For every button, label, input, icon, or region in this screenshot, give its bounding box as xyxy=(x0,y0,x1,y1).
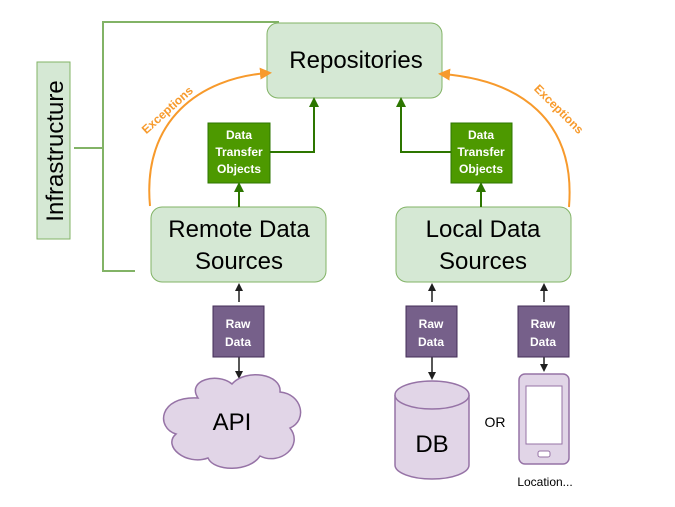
phone-icon xyxy=(518,373,570,465)
db-cylinder: DB xyxy=(394,380,470,480)
api-label: API xyxy=(213,409,252,436)
dto-box-left: Data Transfer Objects xyxy=(207,122,271,184)
raw-data-box-location: Raw Data xyxy=(517,305,570,358)
db-label: DB xyxy=(415,431,448,458)
dto-right-line1: Data xyxy=(468,128,494,142)
repositories-label: Repositories xyxy=(289,47,422,74)
exceptions-label-left: Exceptions xyxy=(139,83,196,136)
remote-label-line2: Sources xyxy=(195,248,283,275)
dto-left-line3: Objects xyxy=(217,162,261,176)
or-label: OR xyxy=(485,414,506,430)
raw-api-line1: Raw xyxy=(226,317,251,331)
dto-left-line1: Data xyxy=(226,128,252,142)
api-cloud: API xyxy=(162,374,302,469)
raw-api-line2: Data xyxy=(225,335,251,349)
dto-connector-right xyxy=(396,97,486,207)
infrastructure-bracket xyxy=(74,21,279,272)
local-label-line1: Local Data xyxy=(426,216,541,243)
exceptions-label-right: Exceptions xyxy=(531,82,586,137)
raw-data-box-api: Raw Data xyxy=(212,305,265,358)
raw-db-line2: Data xyxy=(418,335,444,349)
dto-box-right: Data Transfer Objects xyxy=(450,122,513,184)
location-label: Location... xyxy=(517,475,572,489)
local-label-line2: Sources xyxy=(439,248,527,275)
raw-db-line1: Raw xyxy=(419,317,444,331)
dto-right-line2: Transfer xyxy=(457,145,505,159)
dto-connector-left xyxy=(234,97,319,207)
infrastructure-label-box: Infrastructure xyxy=(36,61,71,240)
raw-location-line1: Raw xyxy=(531,317,556,331)
dto-right-line3: Objects xyxy=(459,162,503,176)
dto-left-line2: Transfer xyxy=(215,145,263,159)
remote-label-line1: Remote Data xyxy=(168,216,310,243)
repositories-node: Repositories xyxy=(266,22,443,99)
local-data-sources-node: Local Data Sources xyxy=(395,206,572,283)
infrastructure-label: Infrastructure xyxy=(42,80,69,221)
remote-data-sources-node: Remote Data Sources xyxy=(150,206,327,283)
raw-location-line2: Data xyxy=(530,335,556,349)
raw-data-box-db: Raw Data xyxy=(405,305,458,358)
